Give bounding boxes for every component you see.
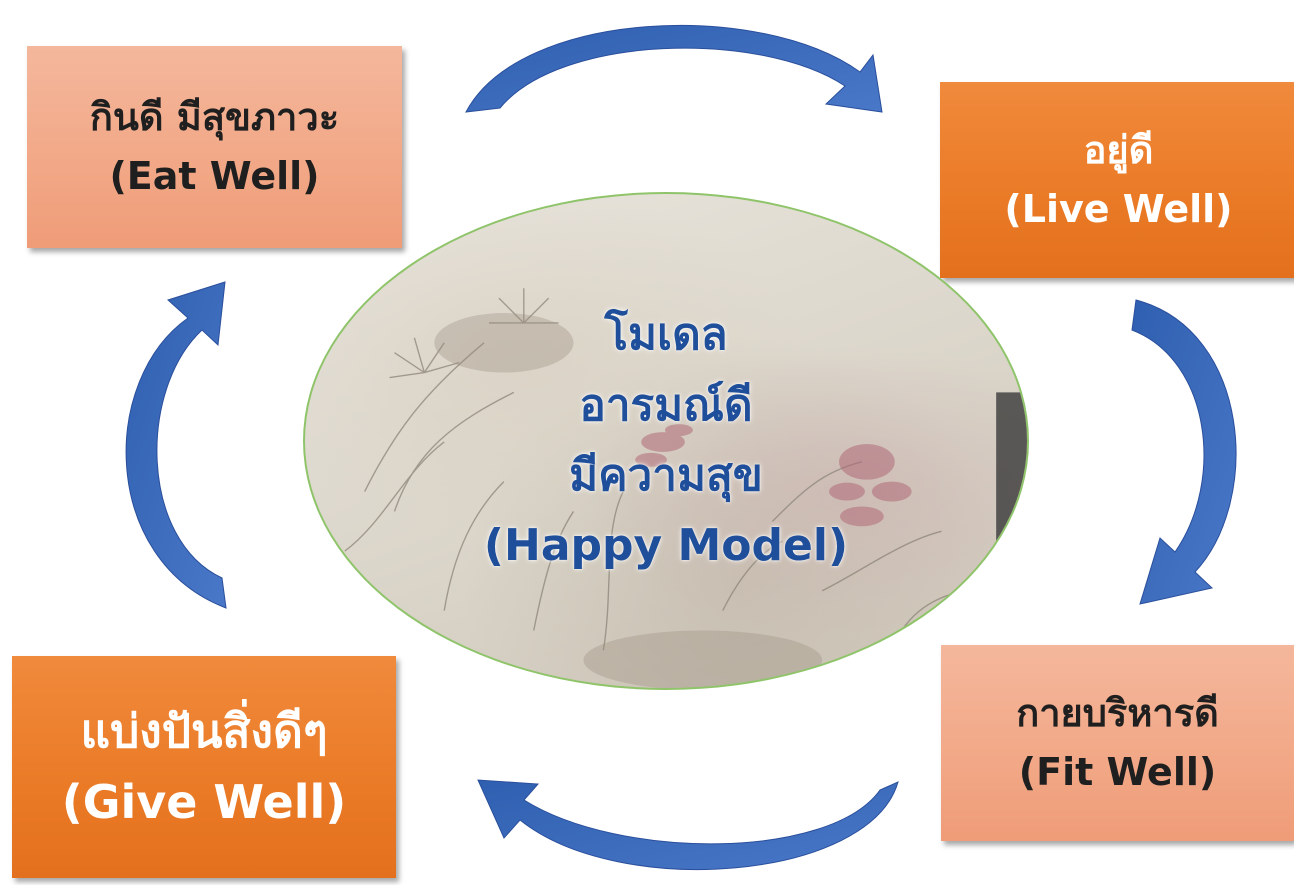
center-line-good-mood: อารมณ์ดี (579, 379, 753, 431)
fit-well-english-label: (Fit Well) (1018, 750, 1217, 794)
fit-well-box: กายบริหารดี (Fit Well) (941, 645, 1294, 841)
arrow-eat-to-live-icon (465, 24, 883, 113)
center-line-model: โมเดล (604, 309, 728, 361)
center-title: โมเดล อารมณ์ดี มีความสุข (Happy Model) (305, 194, 1027, 688)
center-line-happiness: มีความสุข (569, 450, 763, 501)
arrow-give-to-eat-icon (125, 281, 227, 609)
eat-well-english-label: (Eat Well) (109, 154, 320, 198)
give-well-box: แบ่งปันสิ่งดีๆ (Give Well) (12, 656, 396, 878)
arrow-fit-to-give-icon (477, 779, 899, 870)
live-well-english-label: (Live Well) (1004, 187, 1233, 231)
center-line-english: (Happy Model) (483, 520, 849, 572)
arrow-live-to-fit-icon (1131, 299, 1237, 605)
botanical-sketch-image (344, 288, 1027, 688)
give-well-english-label: (Give Well) (61, 775, 347, 829)
eat-well-box: กินดี มีสุขภาวะ (Eat Well) (27, 46, 402, 248)
happy-model-center: โมเดล อารมณ์ดี มีความสุข (Happy Model) (303, 192, 1029, 690)
fit-well-thai-label: กายบริหารดี (1016, 691, 1219, 736)
live-well-box: อยู่ดี (Live Well) (940, 82, 1294, 278)
give-well-thai-label: แบ่งปันสิ่งดีๆ (80, 703, 328, 758)
live-well-thai-label: อยู่ดี (1083, 128, 1154, 173)
eat-well-thai-label: กินดี มีสุขภาวะ (89, 95, 340, 140)
